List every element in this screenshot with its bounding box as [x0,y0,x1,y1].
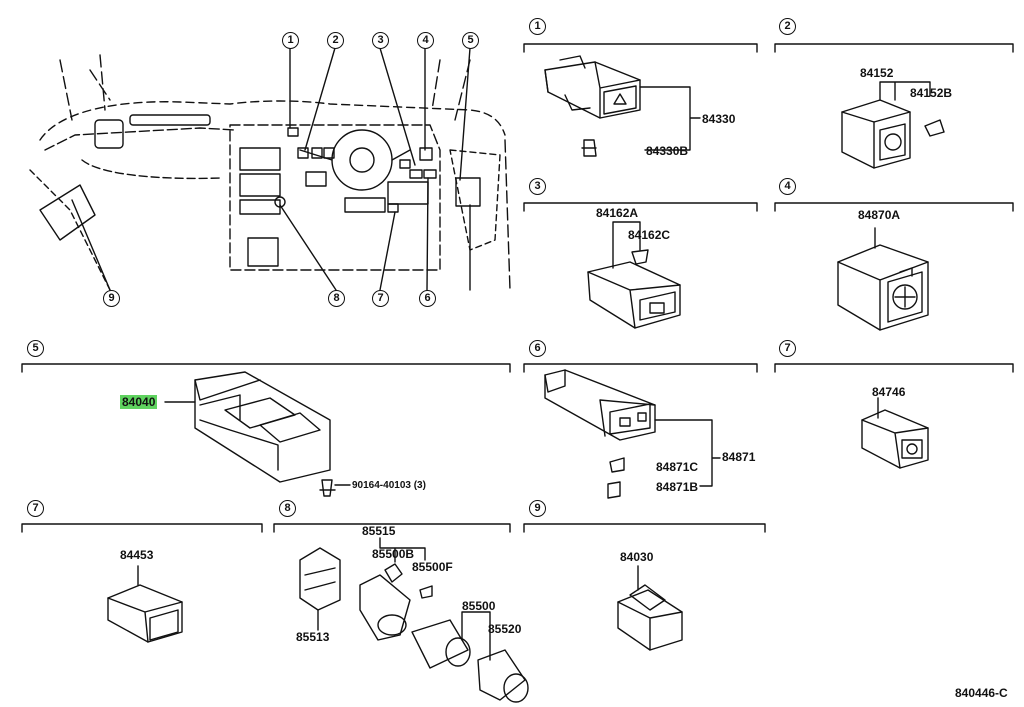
part-label-85520[interactable]: 85520 [488,622,522,636]
part-label-84871C[interactable]: 84871C [656,460,699,474]
part-cigarette-lighter [299,537,529,703]
part-label-85515[interactable]: 85515 [362,524,396,538]
part-label-84330[interactable]: 84330 [702,112,736,126]
callout-6[interactable]: 6 [419,290,436,307]
part-label-84870A[interactable]: 84870A [858,208,901,222]
part-switch-84871 [544,369,721,499]
callout-8[interactable]: 8 [328,290,345,307]
section-badge-6: 6 [529,340,546,357]
section-badge-7: 7 [779,340,796,357]
section-badge-5: 5 [27,340,44,357]
part-label-85500B[interactable]: 85500B [372,547,415,561]
part-label-84152B[interactable]: 84152B [910,86,953,100]
part-label-84040[interactable]: 84040 [120,395,158,409]
callout-5[interactable]: 5 [462,32,479,49]
section-badge-3: 3 [529,178,546,195]
section-badge-2: 2 [779,18,796,35]
section-badge-8: 8 [279,500,296,517]
part-label-84162C[interactable]: 84162C [628,228,671,242]
part-label-84746[interactable]: 84746 [872,385,906,399]
part-label-90164-40103[interactable]: 90164-40103 (3) [352,480,426,491]
part-outer-mirror-switch [837,227,929,331]
section-badge-9: 9 [529,500,546,517]
part-switch-84453 [107,565,183,643]
section-badge-7b: 7 [27,500,44,517]
part-label-85513[interactable]: 85513 [296,630,330,644]
part-hazard-switch [544,55,701,157]
part-switch-84030 [617,565,683,651]
callout-1[interactable]: 1 [282,32,299,49]
callout-7[interactable]: 7 [372,290,389,307]
part-label-85500F[interactable]: 85500F [412,560,453,574]
callout-4[interactable]: 4 [417,32,434,49]
part-power-window-switch [164,371,351,497]
part-label-84330B[interactable]: 84330B [646,144,689,158]
section-badge-1: 1 [529,18,546,35]
part-dimmer-switch [841,81,945,169]
part-label-84871[interactable]: 84871 [722,450,756,464]
part-label-84871B[interactable]: 84871B [656,480,699,494]
callout-2[interactable]: 2 [327,32,344,49]
section-brackets [21,43,1014,533]
callout-3[interactable]: 3 [372,32,389,49]
diagram-code: 840446-C [955,686,1008,700]
dashboard-overview [29,47,511,291]
section-badge-4: 4 [779,178,796,195]
part-label-84162A[interactable]: 84162A [596,206,639,220]
part-switch-84746 [861,397,929,469]
part-label-84152[interactable]: 84152 [860,66,894,80]
part-label-84453[interactable]: 84453 [120,548,154,562]
part-label-85500[interactable]: 85500 [462,599,496,613]
part-label-84030[interactable]: 84030 [620,550,654,564]
callout-9[interactable]: 9 [103,290,120,307]
part-mirror-switch [587,221,681,329]
